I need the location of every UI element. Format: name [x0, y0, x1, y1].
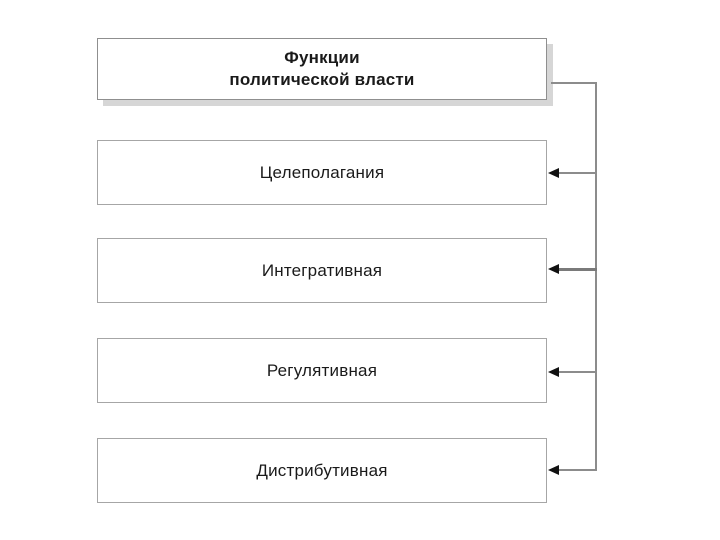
arrow-left-icon — [548, 168, 559, 178]
node-functions-of-political-power[interactable]: Функции политической власти — [97, 38, 547, 100]
arrow-left-icon — [548, 367, 559, 377]
connector-branch-regulyativnaya — [558, 371, 597, 373]
node-label: Интегративная — [261, 260, 383, 280]
connector-branch-integrativnaya — [558, 268, 597, 271]
connector-root-stub — [551, 82, 597, 84]
node-integrativnaya[interactable]: Интегративная — [97, 238, 547, 303]
connector-branch-tselepolaganiya — [558, 172, 597, 174]
connector-branch-distributivnaya — [558, 469, 597, 471]
node-label: Целеполагания — [259, 162, 385, 182]
node-tselepolaganiya[interactable]: Целеполагания — [97, 140, 547, 205]
arrow-left-icon — [548, 264, 559, 274]
node-label: Дистрибутивная — [256, 460, 388, 480]
node-regulyativnaya[interactable]: Регулятивная — [97, 338, 547, 403]
node-label: Функции политической власти — [229, 47, 415, 89]
node-label: Регулятивная — [266, 360, 378, 380]
arrow-left-icon — [548, 465, 559, 475]
node-distributivnaya[interactable]: Дистрибутивная — [97, 438, 547, 503]
connector-trunk — [595, 82, 597, 471]
